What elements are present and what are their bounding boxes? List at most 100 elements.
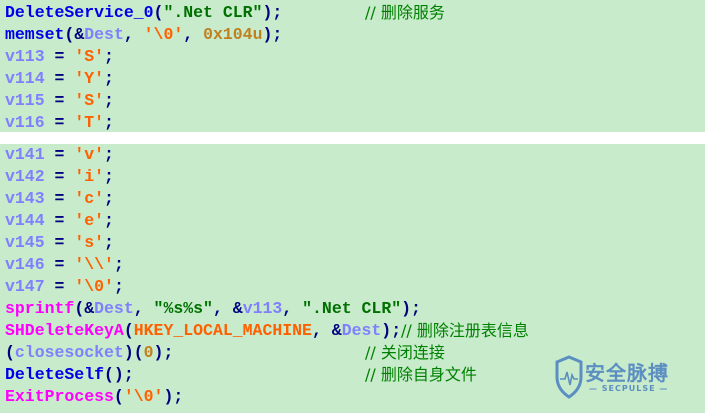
code-token-punc: ; bbox=[104, 167, 114, 186]
code-token-punc: ( bbox=[5, 343, 15, 362]
code-token-const: HKEY_LOCAL_MACHINE bbox=[133, 321, 312, 340]
code-token-punc: , bbox=[123, 25, 144, 44]
code-token-var: v143 bbox=[5, 189, 45, 208]
code-line: DeleteSelf(); bbox=[5, 364, 134, 386]
watermark-subtext: — SECPULSE — bbox=[589, 384, 669, 393]
code-line: sprintf(&Dest, "%s%s", &v113, ".Net CLR"… bbox=[5, 298, 421, 320]
code-token-imp: sprintf bbox=[5, 299, 75, 318]
code-line: v147 = '\0'; bbox=[5, 276, 124, 298]
code-token-num: 0x104u bbox=[203, 25, 263, 44]
code-token-punc: , & bbox=[311, 321, 342, 340]
code-token-func: memset bbox=[5, 25, 65, 44]
code-token-punc: , bbox=[133, 299, 154, 318]
code-token-chr: 'Y' bbox=[74, 69, 105, 88]
code-token-chr: 's' bbox=[74, 233, 105, 252]
code-token-punc: ); bbox=[381, 321, 402, 340]
code-token-chr: '\0' bbox=[143, 25, 184, 44]
code-token-punc: = bbox=[44, 113, 75, 132]
code-line: v116 = 'T'; bbox=[5, 112, 114, 134]
code-token-punc: ; bbox=[104, 91, 114, 110]
code-token-var: Dest bbox=[341, 321, 382, 340]
code-token-punc: ; bbox=[104, 189, 114, 208]
code-token-var: Dest bbox=[84, 25, 124, 44]
comment-text: // 删除注册表信息 bbox=[401, 321, 529, 340]
code-token-var: Dest bbox=[94, 299, 134, 318]
code-token-punc: = bbox=[44, 91, 75, 110]
code-token-var: v114 bbox=[5, 69, 45, 88]
code-token-var: v113 bbox=[5, 47, 45, 66]
code-token-chr: 'v' bbox=[74, 145, 105, 164]
comment-text: // 删除服务 bbox=[365, 3, 445, 22]
code-token-func: DeleteSelf bbox=[5, 365, 105, 384]
code-token-punc: ( bbox=[153, 3, 164, 22]
code-token-punc: ( bbox=[123, 321, 134, 340]
code-line: (closesocket)(0); bbox=[5, 342, 173, 364]
secpulse-watermark: 安全脉搏 — SECPULSE — bbox=[555, 355, 690, 405]
code-token-punc: ; bbox=[113, 277, 124, 296]
code-token-punc: (& bbox=[74, 299, 95, 318]
code-line: v143 = 'c'; bbox=[5, 188, 114, 210]
code-token-punc: ); bbox=[262, 3, 283, 22]
code-token-punc: ; bbox=[104, 69, 114, 88]
watermark-text: 安全脉搏 bbox=[585, 361, 669, 385]
comment-text: // 关闭连接 bbox=[365, 343, 445, 362]
code-token-str: ".Net CLR" bbox=[163, 3, 263, 22]
code-token-punc: = bbox=[44, 255, 75, 274]
code-token-var: v141 bbox=[5, 145, 45, 164]
code-token-punc: = bbox=[44, 189, 75, 208]
code-token-var: v145 bbox=[5, 233, 45, 252]
code-token-punc: = bbox=[44, 167, 75, 186]
code-token-var: v116 bbox=[5, 113, 45, 132]
code-token-chr: 'e' bbox=[74, 211, 105, 230]
code-token-punc: ( bbox=[113, 387, 124, 406]
code-token-var: v142 bbox=[5, 167, 45, 186]
code-token-imp: SHDeleteKeyA bbox=[5, 321, 124, 340]
code-line: ExitProcess('\0'); bbox=[5, 386, 183, 408]
code-token-punc: ); bbox=[163, 387, 184, 406]
code-line: memset(&Dest, '\0', 0x104u); bbox=[5, 24, 282, 46]
code-token-punc: ; bbox=[104, 211, 114, 230]
code-line: v142 = 'i'; bbox=[5, 166, 114, 188]
code-line: SHDeleteKeyA(HKEY_LOCAL_MACHINE, &Dest); bbox=[5, 320, 401, 342]
code-token-punc: (); bbox=[104, 365, 134, 384]
code-token-num: 0 bbox=[143, 343, 154, 362]
code-token-chr: 'S' bbox=[74, 47, 105, 66]
code-token-punc: = bbox=[44, 277, 75, 296]
code-token-chr: 'c' bbox=[74, 189, 105, 208]
code-line: v146 = '\\'; bbox=[5, 254, 124, 276]
code-token-chr: 'S' bbox=[74, 91, 105, 110]
code-token-chr: '\0' bbox=[74, 277, 114, 296]
code-token-punc: ); bbox=[262, 25, 283, 44]
code-comment: // 删除自身文件 bbox=[365, 364, 477, 386]
code-comment: // 删除注册表信息 bbox=[401, 320, 529, 342]
code-line: v115 = 'S'; bbox=[5, 90, 114, 112]
code-token-var: closesocket bbox=[14, 343, 124, 362]
code-token-func: DeleteService_0 bbox=[5, 3, 154, 22]
code-line: v113 = 'S'; bbox=[5, 46, 114, 68]
code-token-chr: 'i' bbox=[74, 167, 105, 186]
code-token-punc: = bbox=[44, 69, 75, 88]
code-block-bottom: v141 = 'v';v142 = 'i';v143 = 'c';v144 = … bbox=[0, 144, 705, 413]
code-token-var: v144 bbox=[5, 211, 45, 230]
code-line: v114 = 'Y'; bbox=[5, 68, 114, 90]
code-token-punc: )( bbox=[123, 343, 144, 362]
code-token-punc: ; bbox=[104, 145, 114, 164]
code-block-top: DeleteService_0(".Net CLR"); // 删除服务 memse… bbox=[0, 0, 705, 132]
code-token-chr: '\0' bbox=[123, 387, 164, 406]
code-line: v144 = 'e'; bbox=[5, 210, 114, 232]
code-token-str: "%s%s" bbox=[153, 299, 213, 318]
code-token-punc: ); bbox=[153, 343, 174, 362]
code-token-var: v146 bbox=[5, 255, 45, 274]
code-token-punc: = bbox=[44, 211, 75, 230]
code-token-chr: '\\' bbox=[74, 255, 114, 274]
code-token-punc: ; bbox=[104, 233, 114, 252]
code-token-var: v115 bbox=[5, 91, 45, 110]
code-token-punc: ); bbox=[401, 299, 421, 318]
code-token-punc: = bbox=[44, 145, 75, 164]
code-token-punc: = bbox=[44, 233, 75, 252]
code-token-punc: ; bbox=[104, 47, 114, 66]
code-token-punc: = bbox=[44, 47, 75, 66]
code-token-punc: ; bbox=[104, 113, 114, 132]
code-token-var: v147 bbox=[5, 277, 45, 296]
hidden-lines-gap bbox=[0, 132, 705, 144]
